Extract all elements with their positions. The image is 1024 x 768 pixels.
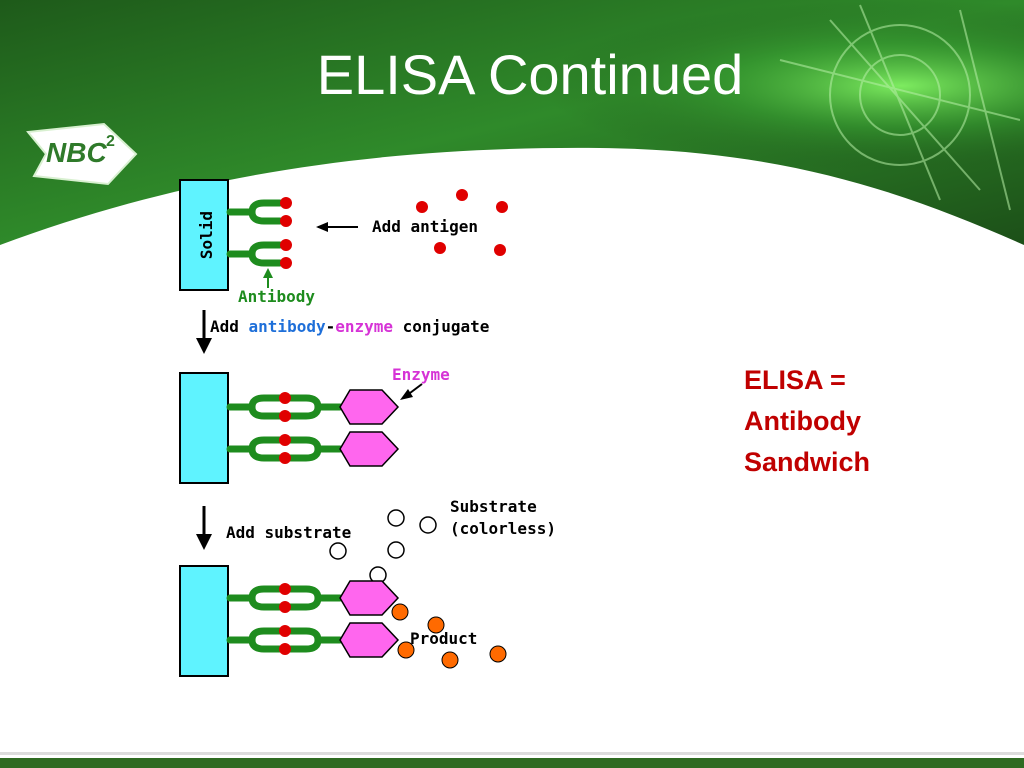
antigen-dot [456, 189, 468, 201]
conjugate-3 [226, 580, 400, 616]
conjugate-2 [226, 431, 400, 467]
note-line-1: ELISA = [744, 365, 846, 395]
enzyme-label: Enzyme [392, 365, 450, 384]
antigen-dot [434, 242, 446, 254]
antigen-dot [496, 201, 508, 213]
conjugate-1 [226, 389, 400, 425]
antibody-1 [226, 199, 284, 225]
add-antigen-label: Add antigen [372, 217, 478, 236]
antigen-dot [416, 201, 428, 213]
footer-bar [0, 758, 1024, 768]
solid-surface [179, 565, 229, 677]
product-dot [441, 651, 459, 669]
solid-surface [179, 372, 229, 484]
slide-title: ELISA Continued [316, 43, 744, 106]
substrate-label: Substrate [450, 497, 537, 516]
step2-instruction: Add antibody-enzyme conjugate [210, 317, 489, 336]
product-dot [489, 645, 507, 663]
substrate-dot [419, 516, 437, 534]
antibody-2 [226, 241, 284, 267]
solid-surface [179, 179, 229, 291]
antigen-dot [494, 244, 506, 256]
elisa-definition-note: ELISA = Antibody Sandwich [744, 360, 964, 483]
substrate-dot [329, 542, 347, 560]
nbc2-logo: NBC 2 [24, 112, 144, 192]
footer-divider [0, 752, 1024, 755]
note-line-2: Antibody [744, 406, 861, 436]
substrate-colorless-label: (colorless) [450, 519, 556, 538]
note-line-3: Sandwich [744, 447, 871, 477]
antibody-label: Antibody [238, 287, 315, 306]
product-label: Product [410, 629, 477, 648]
conjugate-4 [226, 622, 400, 658]
product-dot [427, 616, 445, 634]
svg-text:2: 2 [106, 133, 115, 150]
elisa-diagram: Solid Add antigen Antibody A [160, 170, 660, 700]
substrate-dot [387, 509, 405, 527]
product-dot [391, 603, 409, 621]
product-dot [397, 641, 415, 659]
solid-label: Solid [197, 211, 216, 259]
add-substrate-label: Add substrate [226, 523, 351, 542]
substrate-dot [387, 541, 405, 559]
svg-text:NBC: NBC [46, 137, 107, 168]
